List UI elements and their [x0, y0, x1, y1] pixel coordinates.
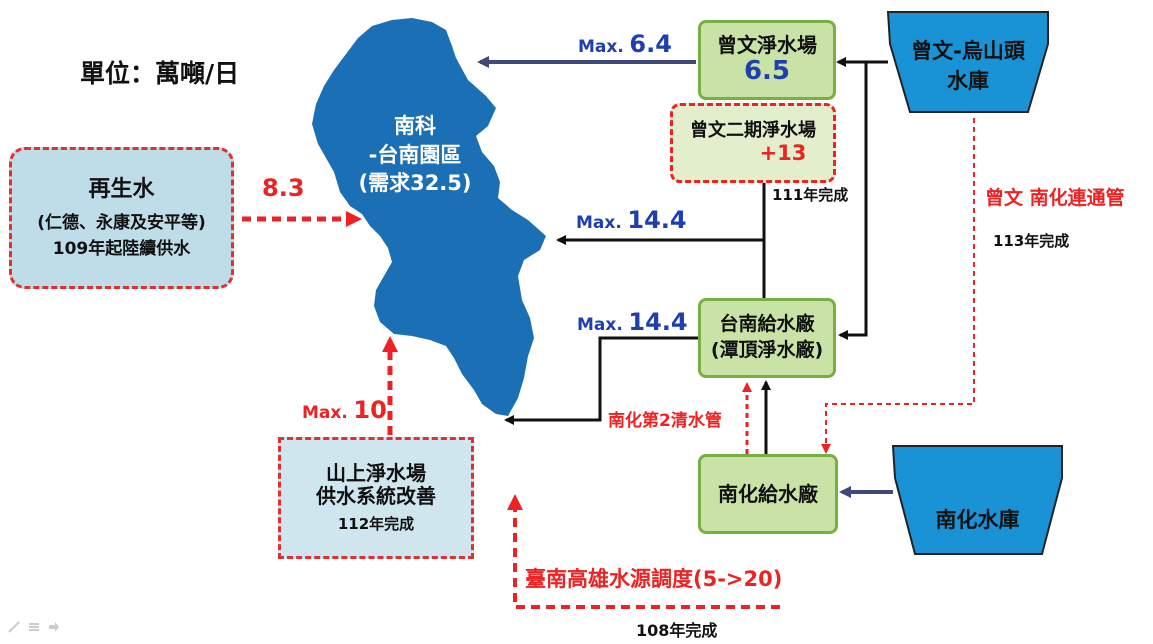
region-line1: 南科: [394, 114, 436, 139]
phase2-value: +13: [759, 141, 807, 166]
phase2-done-text: 111年完成: [772, 186, 849, 204]
nanke-region-label: 南科 -台南園區 (需求32.5): [340, 100, 490, 210]
pipeline-label: 曾文 南化連通管: [985, 187, 1125, 209]
pipeline-done-label: 113年完成: [993, 232, 1070, 250]
phase2-done-note: 111年完成: [772, 186, 852, 204]
arrow-connecting-pipeline: [821, 118, 975, 454]
zengwen-reservoir-label: 曾文-烏山頭 水庫: [892, 30, 1044, 102]
arrow-phase2-to-region: [556, 180, 766, 300]
nanhua-reservoir-shape: [891, 445, 1063, 555]
flow-2-prefix: Max.: [576, 213, 622, 233]
recycled-title: 再生水: [88, 176, 155, 202]
flow-3-prefix: Max.: [577, 315, 623, 335]
flow-1-prefix: Max.: [578, 37, 624, 57]
reservoir-top-line1: 曾文-烏山頭: [911, 38, 1025, 63]
nanhua-plant-name: 南化給水廠: [718, 481, 818, 506]
flow-label-4: Max. 10: [302, 396, 387, 424]
flow-2-value: 14.4: [627, 206, 687, 234]
phase2-name: 曾文二期淨水場: [690, 119, 816, 141]
pipe2-label: 南化第2清水管: [608, 411, 722, 431]
reservoir-top-line2: 水庫: [947, 69, 989, 93]
recycled-note: 109年起陸續供水: [52, 238, 191, 259]
pen-icon[interactable]: [8, 618, 20, 633]
nanhua-plant-box: 南化給水廠: [698, 454, 838, 534]
menu-icon[interactable]: [28, 618, 40, 631]
recycled-detail: (仁德、永康及安平等): [37, 213, 206, 234]
zengwen-plant-box: 曾文淨水場 6.5: [698, 20, 836, 100]
slide-toolbar: [8, 618, 60, 633]
region-line2: -台南園區: [368, 142, 462, 167]
flow-4-prefix: Max.: [302, 403, 348, 423]
next-slide-icon[interactable]: [48, 618, 60, 632]
tainan-line2: (潭頂淨水廠): [710, 339, 824, 361]
zengwen-reservoir-shape: [886, 11, 1049, 113]
tainan-line1: 台南給水廠: [719, 313, 815, 336]
dispatch-done-label: 108年完成: [636, 621, 718, 640]
flow-label-3: Max. 14.4: [577, 308, 688, 336]
dispatch-label: 臺南高雄水源調度(5->20): [525, 567, 783, 591]
tainan-plant-box: 台南給水廠 (潭頂淨水廠): [698, 298, 836, 378]
recycled-flow-value: 8.3: [262, 174, 305, 202]
flow-label-1: Max. 6.4: [578, 30, 672, 58]
reservoir-bottom-name: 南化水庫: [935, 507, 1020, 532]
flow-1-value: 6.4: [629, 30, 672, 58]
flow-4-value: 10: [353, 396, 387, 424]
flow-label-2: Max. 14.4: [576, 206, 687, 234]
recycled-water-box: 再生水 (仁德、永康及安平等) 109年起陸續供水: [9, 147, 234, 289]
shanshang-line2: 供水系統改善: [316, 484, 436, 509]
shanshang-line1: 山上淨水場: [326, 461, 426, 486]
zengwen-phase2-box: 曾文二期淨水場 +13: [670, 103, 836, 183]
flow-3-value: 14.4: [628, 308, 688, 336]
shanshang-note: 112年完成: [337, 515, 415, 534]
arrow-dispatch: [507, 494, 780, 609]
unit-label: 單位：萬噸/日: [80, 59, 240, 88]
arrow-tainan-to-region: [504, 336, 698, 425]
arrow-reservoir-to-tainan: [838, 62, 868, 340]
zengwen-plant-name: 曾文淨水場: [717, 32, 817, 57]
region-line3: (需求32.5): [358, 171, 472, 196]
nanke-region-shape: [312, 18, 546, 416]
shanshang-plant-box: 山上淨水場 供水系統改善 112年完成: [278, 437, 474, 559]
nanhua-reservoir-label: 南化水庫: [900, 500, 1055, 540]
zengwen-plant-value: 6.5: [743, 55, 791, 86]
